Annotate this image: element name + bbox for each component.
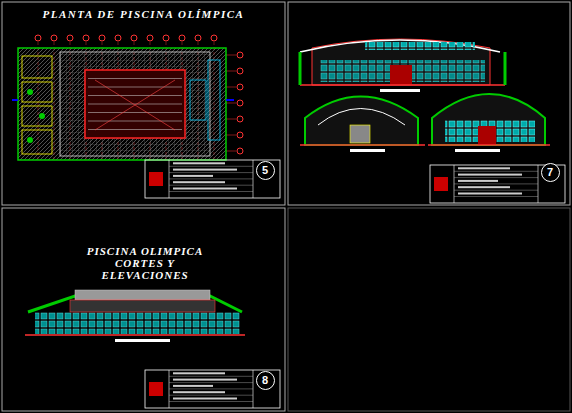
sheet-subtitle: PISCINA OLIMPICA CORTES Y ELEVACIONES xyxy=(70,245,220,281)
sheet-number: 7 xyxy=(547,167,553,178)
sheet-number: 5 xyxy=(262,165,268,176)
sheet-number: 8 xyxy=(262,375,268,386)
sheet-number-circle: 7 xyxy=(541,163,560,182)
sheet-number-circle: 5 xyxy=(256,161,275,180)
sheet-number-circle: 8 xyxy=(256,371,275,390)
sheet-title: PLANTA DE PISCINA OLÍMPICA xyxy=(2,8,285,20)
